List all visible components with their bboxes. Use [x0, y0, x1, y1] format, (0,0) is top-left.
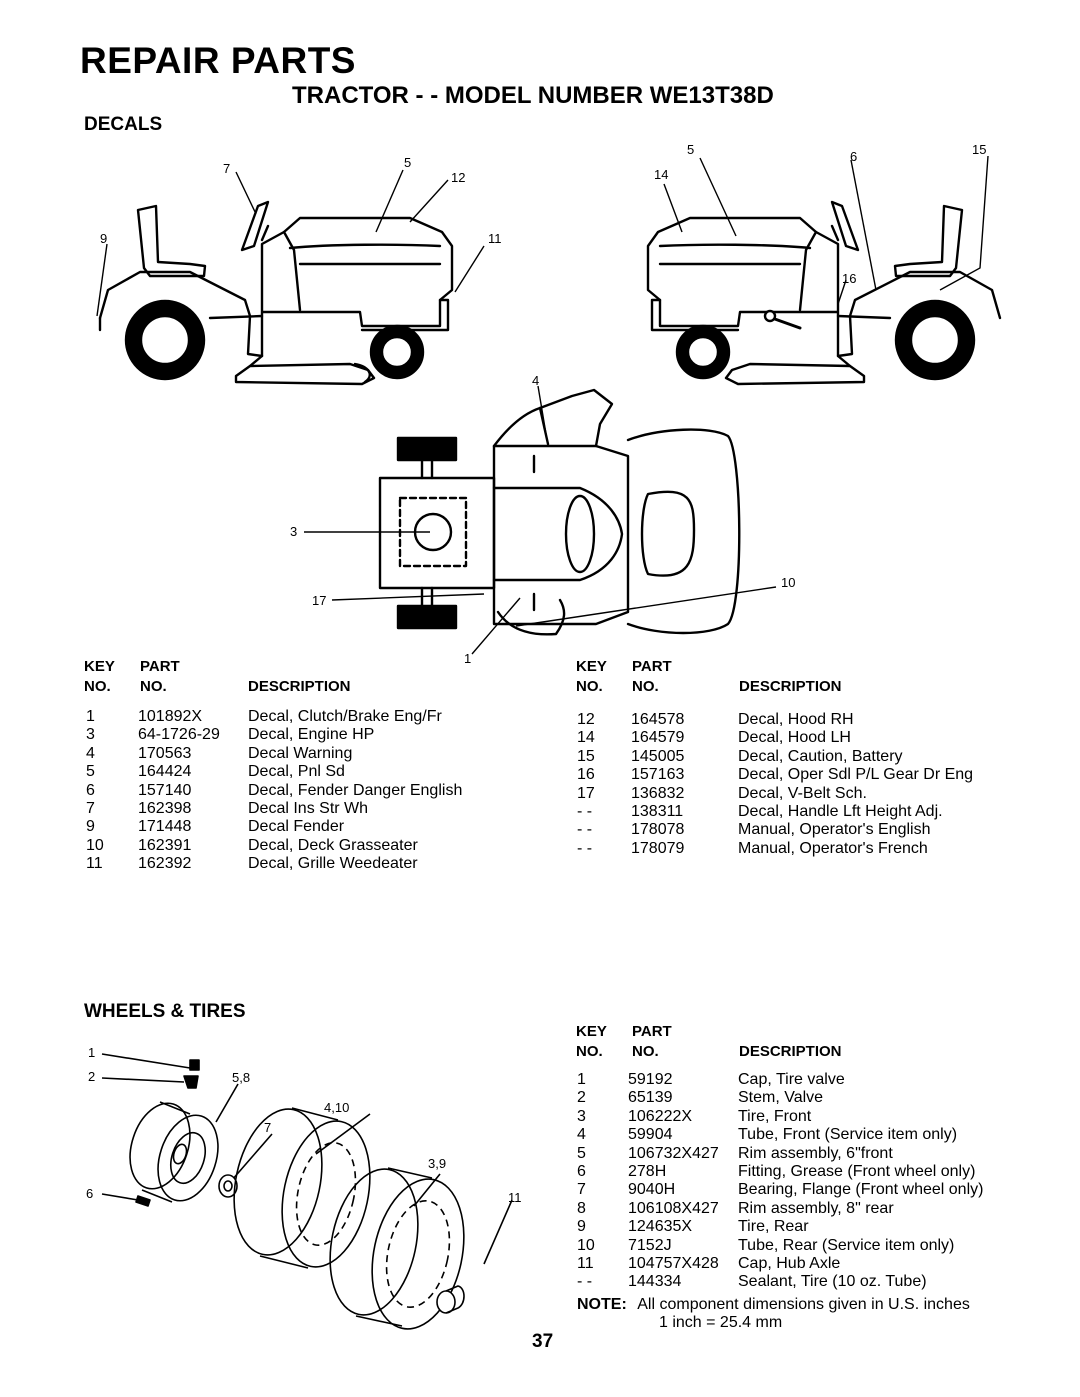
callout-16: 16	[842, 271, 857, 286]
wheel-callout-5-8: 5,8	[232, 1070, 251, 1085]
decals-heading: DECALS	[84, 114, 163, 135]
wheels-desc-header: DESCRIPTION	[739, 1043, 842, 1060]
wheel-callout-11: 11	[508, 1190, 522, 1205]
page-number: 37	[532, 1331, 554, 1352]
page-title: REPAIR PARTS	[80, 40, 356, 81]
tractor-top-view	[378, 388, 741, 636]
decals-left-key-header: KEY NO.	[84, 658, 115, 695]
wheel-callout-3-9: 3,9	[428, 1156, 447, 1171]
wheel-callout-4-10: 4,10	[324, 1100, 350, 1115]
callout-14: 14	[654, 167, 669, 182]
callout-5-right: 5	[687, 142, 695, 157]
wheels-heading: WHEELS & TIRES	[84, 1001, 246, 1022]
wheels-diagram	[101, 1053, 513, 1330]
tractor-right-side-view	[646, 200, 1002, 386]
note: NOTE: All component dimensions given in …	[577, 1296, 970, 1314]
decals-right-part-header: PART NO.	[632, 658, 672, 695]
decals-diagram	[96, 155, 1002, 655]
callout-11: 11	[488, 231, 502, 246]
callout-7: 7	[223, 161, 231, 176]
callout-5: 5	[404, 155, 412, 170]
callout-9: 9	[100, 231, 108, 246]
callout-1: 1	[464, 651, 472, 666]
wheel-callout-7: 7	[264, 1120, 272, 1135]
wheel-callout-6: 6	[86, 1186, 94, 1201]
wheel-callout-1: 1	[88, 1045, 96, 1060]
callout-15: 15	[972, 142, 987, 157]
left-view-wheels	[124, 299, 425, 381]
decals-right-key-header: KEY NO.	[576, 658, 607, 695]
callout-6: 6	[850, 149, 858, 164]
callout-12: 12	[451, 170, 466, 185]
wheel-callout-2: 2	[88, 1069, 96, 1084]
callout-10: 10	[781, 575, 796, 590]
note-line1: All component dimensions given in U.S. i…	[637, 1296, 970, 1313]
note-line2: 1 inch = 25.4 mm	[659, 1314, 783, 1331]
callout-3: 3	[290, 524, 298, 539]
decals-right-desc-header: DESCRIPTION	[739, 678, 842, 695]
callout-17: 17	[312, 593, 327, 608]
wheels-part-header: PART NO.	[632, 1023, 672, 1060]
tractor-left-side-view	[98, 200, 454, 386]
wheels-key-header: KEY NO.	[576, 1023, 607, 1060]
decals-left-part-header: PART NO.	[140, 658, 180, 695]
callout-4: 4	[532, 373, 540, 388]
note-label: NOTE:	[577, 1296, 627, 1313]
decals-left-desc-header: DESCRIPTION	[248, 678, 351, 695]
page-subtitle: TRACTOR - - MODEL NUMBER WE13T38D	[292, 82, 774, 109]
